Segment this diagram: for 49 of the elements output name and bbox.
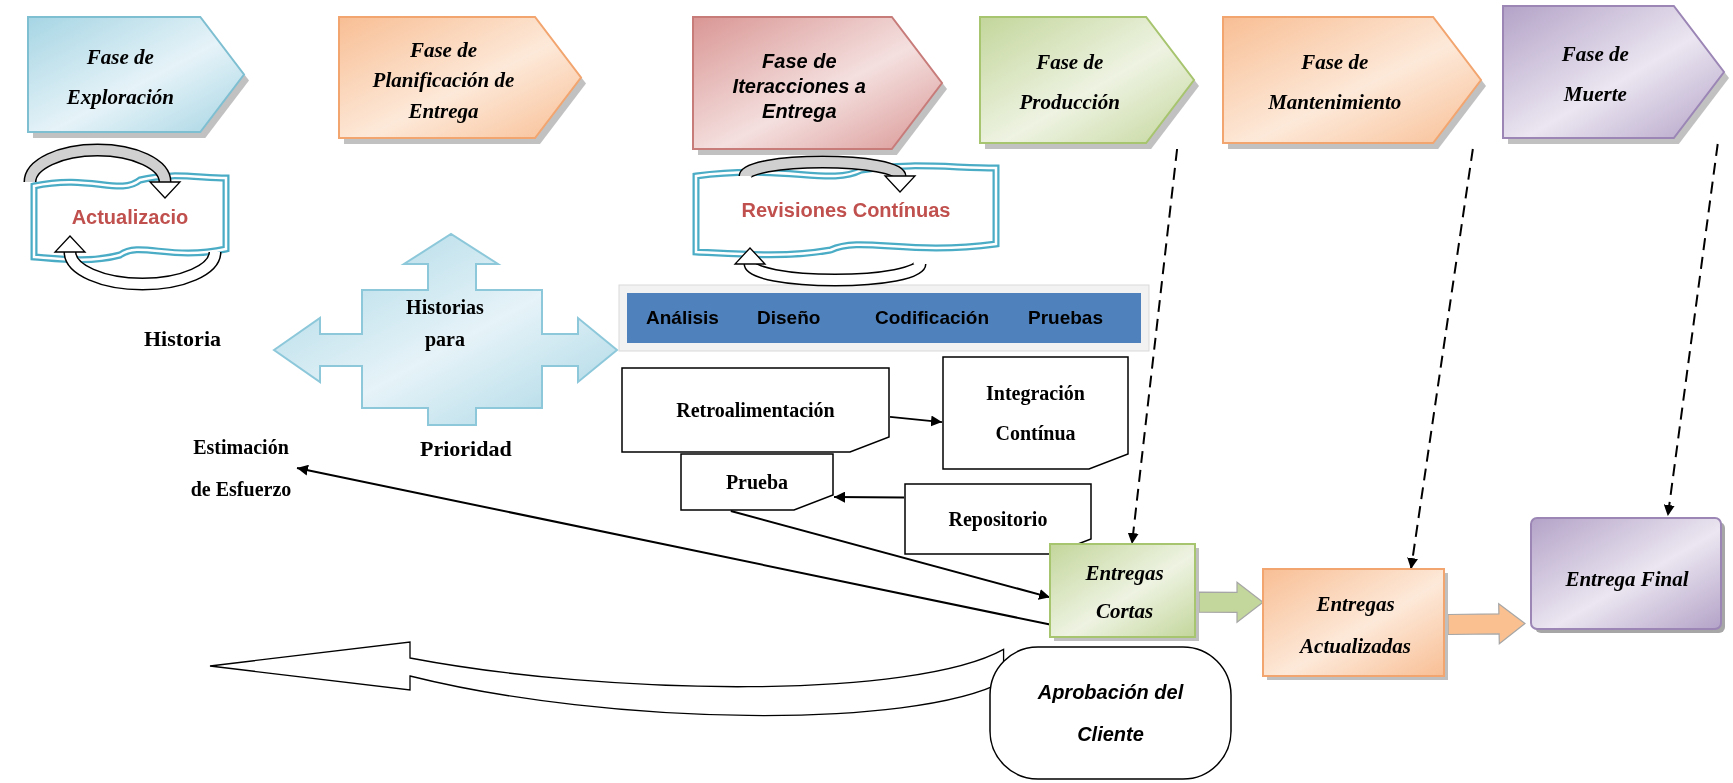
node-text: Integración Contínua — [985, 381, 1086, 446]
scroll-banner — [692, 160, 1000, 260]
arrow — [833, 491, 905, 503]
activity-bar — [619, 285, 1149, 351]
phase-title: Fase de Producción — [1018, 49, 1121, 116]
node-text: Retroalimentación — [676, 398, 835, 423]
curved-block-arrow — [209, 641, 1005, 717]
phase-title: Fase de Planificación de Entrega — [371, 36, 516, 125]
dashed-arrow — [1663, 143, 1719, 517]
document-box — [904, 483, 1092, 555]
block-arrow — [1447, 602, 1526, 645]
activity-label: Pruebas — [1028, 307, 1103, 329]
node-text: Entregas Actualizadas — [1298, 590, 1412, 660]
phase-header — [1223, 17, 1486, 149]
arrow — [889, 415, 943, 427]
four-way-arrow — [271, 232, 619, 425]
node-text: Aprobación del Cliente — [1036, 680, 1185, 747]
text-label: Prioridad — [420, 436, 512, 462]
banner-text: Actualizacio — [71, 206, 189, 229]
phase-header — [28, 17, 249, 138]
phase-title: Fase de Muerte — [1560, 41, 1630, 108]
phase-header — [339, 17, 586, 144]
scroll-banner — [30, 170, 230, 265]
document-box — [942, 356, 1129, 470]
block-arrow — [1198, 581, 1264, 624]
text-label: Historia — [144, 326, 221, 352]
node-text: Repositorio — [948, 507, 1048, 533]
phase-title: Fase de Exploración — [65, 43, 175, 111]
phase-header — [1503, 6, 1729, 144]
banner-text: Revisiones Contínuas — [741, 198, 951, 222]
arrow — [296, 464, 1051, 626]
activity-label: Diseño — [757, 307, 821, 329]
dashed-arrow — [1127, 148, 1179, 545]
activity-label: Análisis — [646, 307, 719, 329]
dashed-arrow — [1407, 148, 1474, 570]
phase-header — [980, 17, 1199, 149]
phase-title: Fase de Iteracciones a Entrega — [731, 48, 867, 124]
arrow — [729, 510, 1051, 600]
process-box — [1050, 544, 1199, 641]
node-text: Historias para — [405, 294, 485, 353]
rounded-box — [989, 646, 1232, 780]
process-box — [1263, 569, 1448, 680]
phase-title: Fase de Mantenimiento — [1267, 49, 1403, 116]
node-text: Prueba — [725, 470, 789, 495]
activity-label: Codificación — [875, 307, 989, 329]
node-text: Entrega Final — [1565, 565, 1689, 593]
node-text: Entregas Cortas — [1084, 559, 1165, 625]
phase-header — [693, 17, 947, 155]
text-label: Estimación de Esfuerzo — [185, 425, 297, 511]
